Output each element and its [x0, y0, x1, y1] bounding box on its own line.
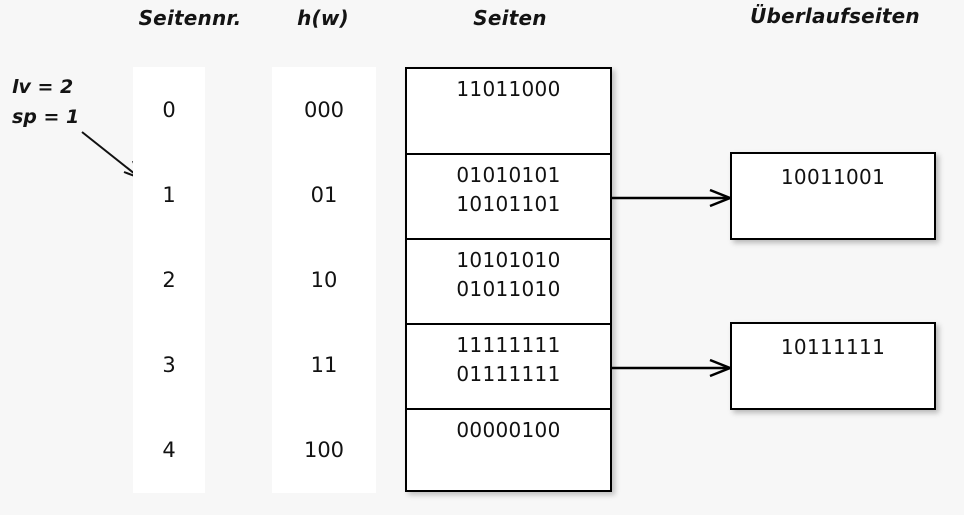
column-header-ueberlaufseiten: Überlaufseiten	[750, 4, 920, 28]
overflow-connector-arrow-icon-3	[610, 358, 734, 378]
page-entry: 00000100	[456, 418, 561, 442]
seitennr-cell-3: 3	[162, 352, 176, 377]
hash-column: 000 01 10 11 100	[272, 67, 376, 493]
page-bucket-1: 01010101 10101101	[407, 155, 610, 240]
page-entry: 01111111	[456, 362, 561, 386]
seitennr-cell-1: 1	[162, 182, 176, 207]
seitennr-cell-2: 2	[162, 267, 176, 292]
parameter-lv: lv = 2	[12, 76, 74, 98]
overflow-entry: 10111111	[780, 335, 886, 359]
seitennr-cell-4: 4	[162, 437, 176, 462]
overflow-page-0: 10011001	[730, 152, 936, 240]
page-bucket-3: 11111111 01111111	[407, 325, 610, 410]
hash-cell-4: 100	[303, 437, 345, 462]
page-entry: 11011000	[456, 77, 561, 101]
page-bucket-2: 10101010 01011010	[407, 240, 610, 325]
column-header-hash: h(w)	[297, 6, 349, 30]
page-bucket-0: 11011000	[407, 69, 610, 155]
page-bucket-4: 00000100	[407, 410, 610, 489]
hash-cell-2: 10	[310, 267, 338, 292]
seitennr-column: 0 1 2 3 4	[133, 67, 205, 493]
seitennr-cell-0: 0	[162, 97, 176, 122]
hash-cell-0: 000	[303, 97, 345, 122]
hash-cell-3: 11	[310, 352, 338, 377]
hash-cell-1: 01	[310, 182, 338, 207]
parameter-annotations: lv = 2 sp = 1	[12, 72, 79, 132]
overflow-connector-arrow-icon-1	[610, 188, 734, 208]
page-entry: 01010101	[456, 163, 561, 187]
page-entry: 10101010	[456, 248, 561, 272]
page-entry: 10101101	[456, 192, 561, 216]
parameter-sp: sp = 1	[12, 106, 80, 128]
seiten-table: 11011000 01010101 10101101 10101010 0101…	[405, 67, 612, 492]
overflow-entry: 10011001	[780, 165, 886, 189]
column-header-seitennr: Seitennr.	[138, 6, 242, 30]
column-header-seiten: Seiten	[473, 6, 547, 30]
page-entry: 01011010	[456, 277, 561, 301]
page-entry: 11111111	[456, 333, 561, 357]
overflow-page-1: 10111111	[730, 322, 936, 410]
